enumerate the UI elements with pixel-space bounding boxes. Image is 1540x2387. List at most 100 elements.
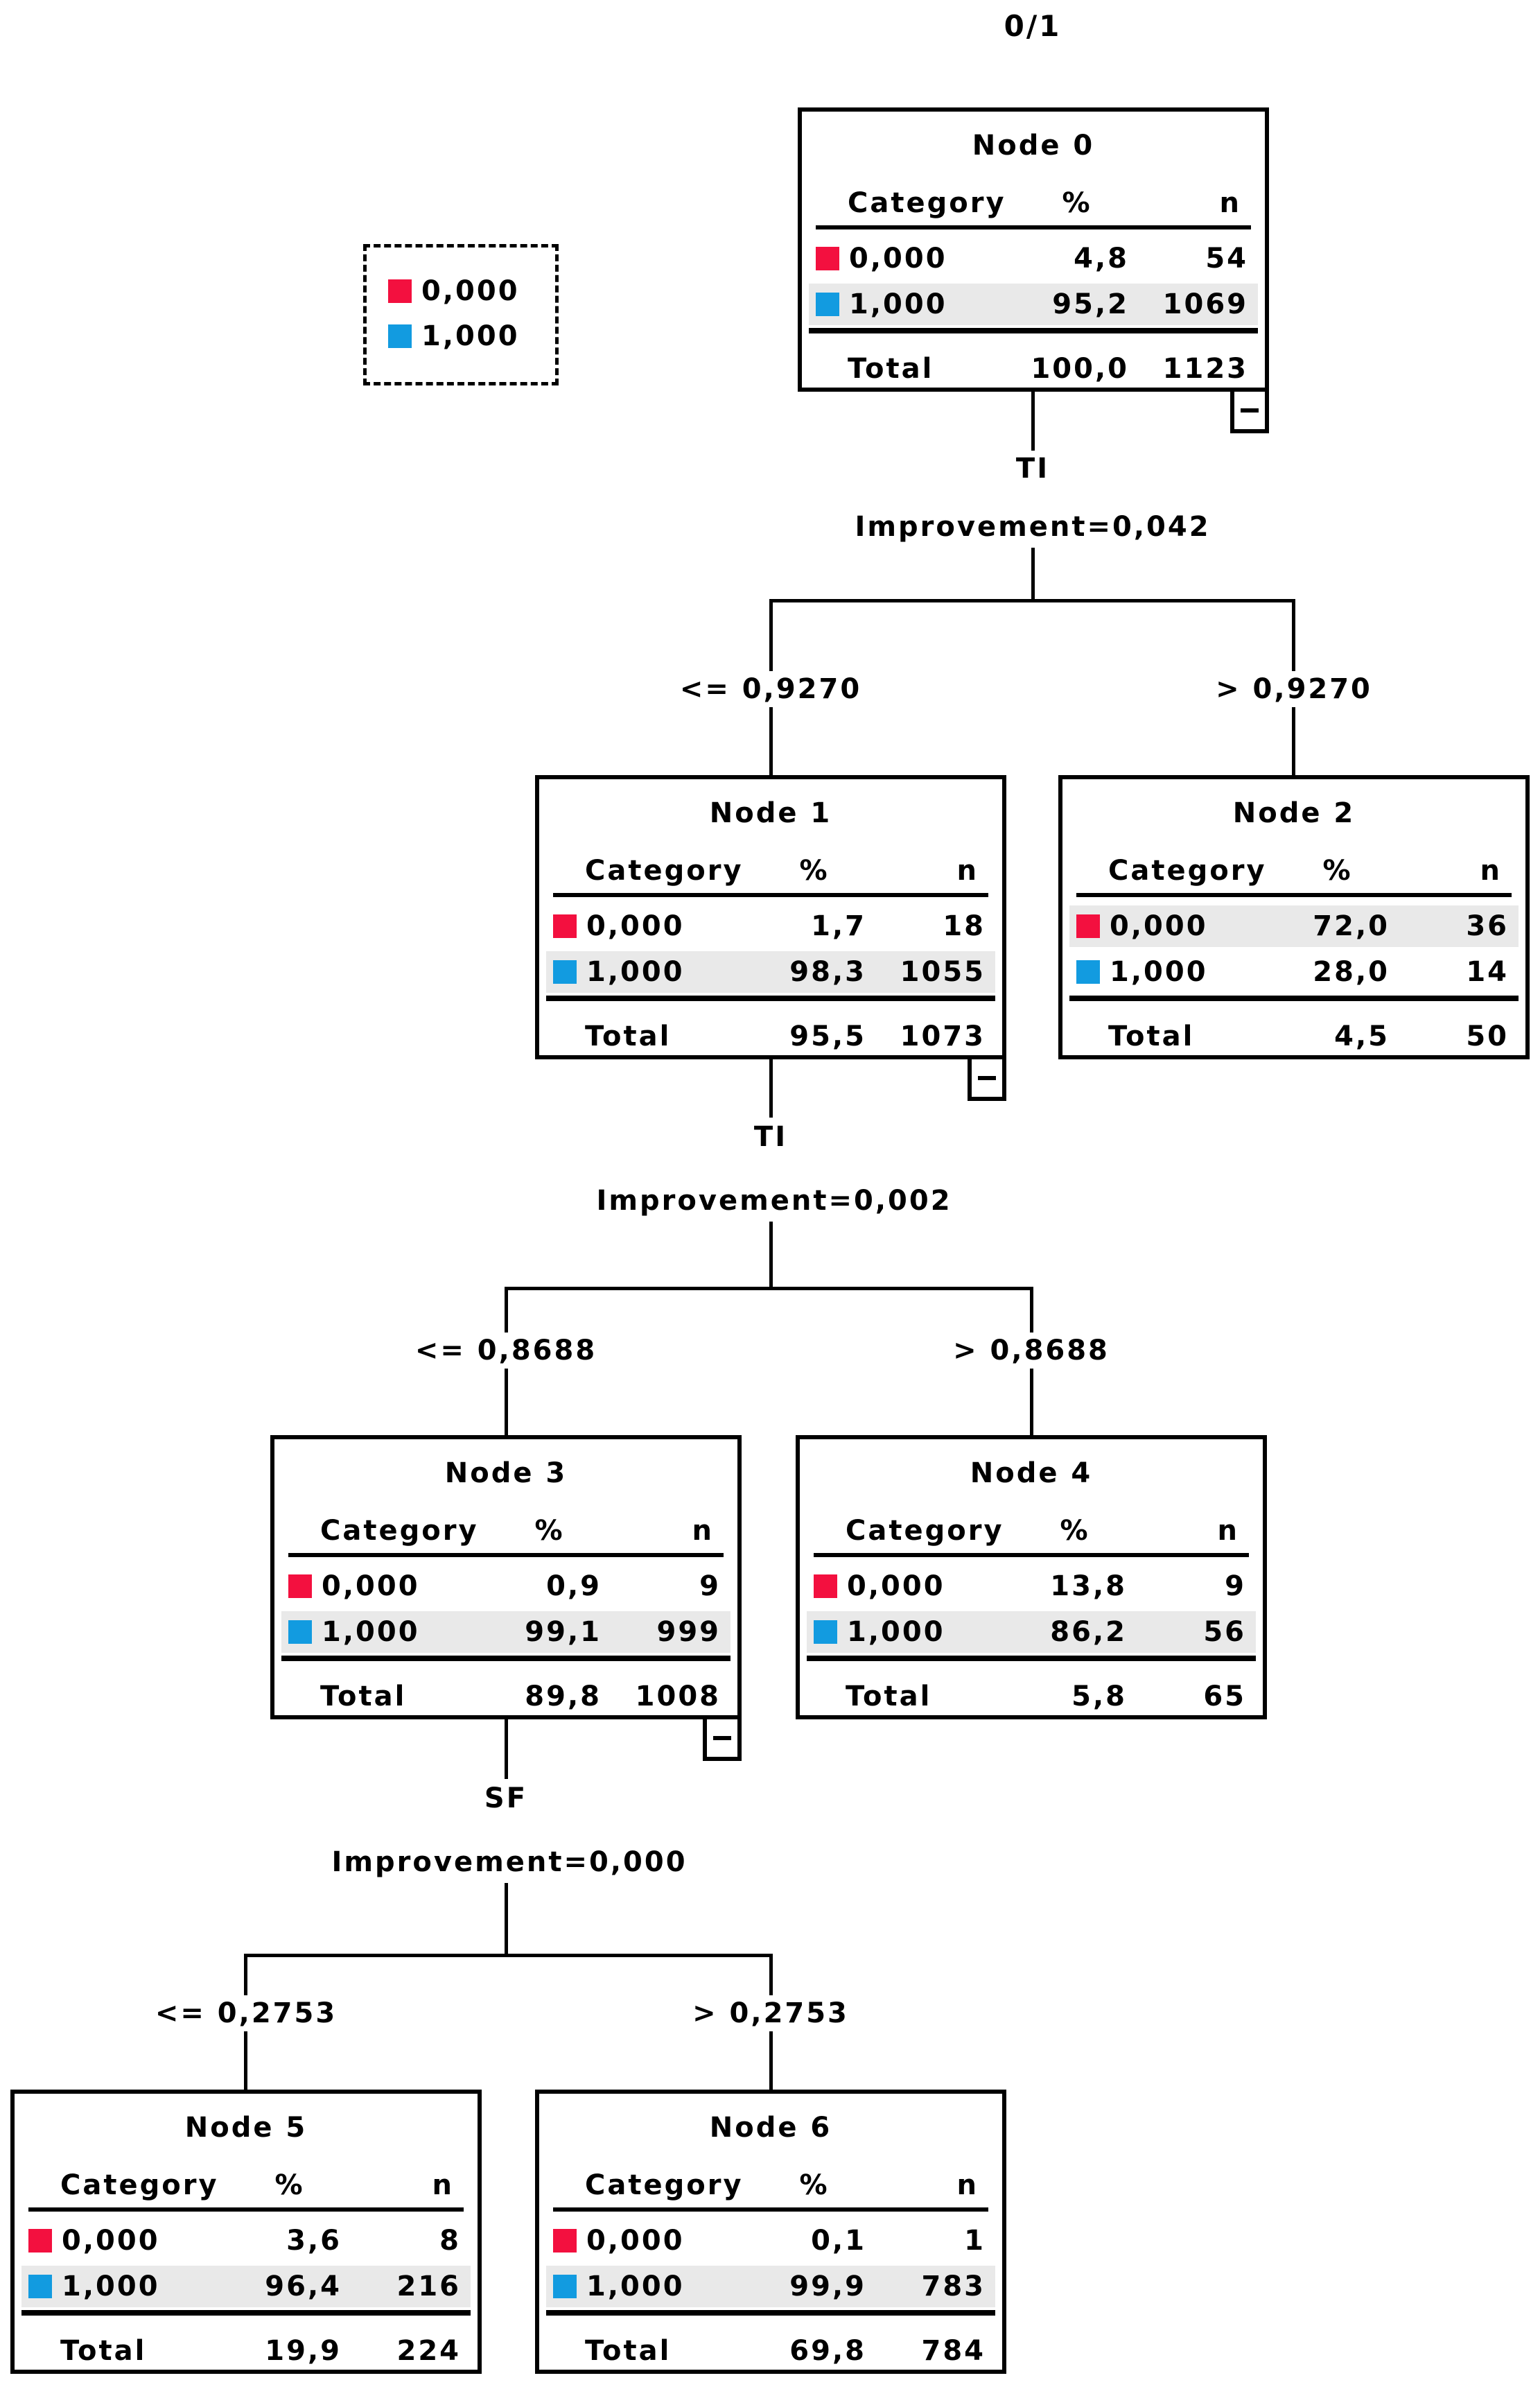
total-label: Total bbox=[848, 353, 934, 385]
column-header-percent: % bbox=[274, 2169, 305, 2201]
category-row: 1,000 95,2 1069 bbox=[809, 284, 1258, 325]
total-percent-value: 19,9 bbox=[265, 2335, 342, 2367]
category-row: 0,000 13,8 9 bbox=[807, 1565, 1256, 1607]
total-rule bbox=[21, 2310, 471, 2316]
header-rule bbox=[28, 2207, 464, 2212]
total-percent-value: 69,8 bbox=[789, 2335, 866, 2367]
total-percent-value: 89,8 bbox=[525, 1681, 602, 1712]
page-title: 0/1 bbox=[1004, 9, 1062, 43]
percent-value: 1,7 bbox=[811, 910, 866, 942]
percent-value: 0,1 bbox=[811, 2225, 866, 2257]
collapse-button-node-1[interactable] bbox=[968, 1055, 1006, 1101]
total-rule bbox=[546, 2310, 995, 2316]
category-label: 1,000 bbox=[322, 1616, 420, 1648]
node-1[interactable]: Node 1 Category % n 0,000 1,7 18 1,000 9… bbox=[535, 775, 1006, 1059]
category-row: 0,000 4,8 54 bbox=[809, 238, 1258, 279]
node-4[interactable]: Node 4 Category % n 0,000 13,8 9 1,000 8… bbox=[796, 1435, 1267, 1719]
percent-value: 3,6 bbox=[286, 2225, 342, 2257]
percent-value: 98,3 bbox=[789, 956, 866, 988]
node-5[interactable]: Node 5 Category % n 0,000 3,6 8 1,000 96… bbox=[10, 2090, 482, 2374]
category-red-swatch bbox=[1076, 914, 1100, 938]
node-2[interactable]: Node 2 Category % n 0,000 72,0 36 1,000 … bbox=[1058, 775, 1530, 1059]
column-header-n: n bbox=[692, 1515, 714, 1547]
category-red-swatch bbox=[553, 2229, 577, 2253]
category-blue-swatch bbox=[816, 293, 839, 316]
total-row: Total 69,8 784 bbox=[546, 2334, 995, 2368]
category-blue-swatch bbox=[288, 1620, 312, 1644]
category-label: 1,000 bbox=[847, 1616, 945, 1648]
category-label: 1,000 bbox=[586, 2271, 685, 2302]
legend-item-label: 1,000 bbox=[421, 320, 520, 352]
collapse-button-node-3[interactable] bbox=[703, 1715, 742, 1761]
node-title: Node 6 bbox=[709, 2112, 832, 2144]
column-header-percent: % bbox=[534, 1515, 565, 1547]
total-label: Total bbox=[320, 1681, 407, 1712]
total-rule bbox=[546, 996, 995, 1001]
legend-blue-swatch bbox=[388, 324, 412, 348]
percent-value: 4,8 bbox=[1074, 243, 1129, 275]
n-value: 9 bbox=[1225, 1570, 1246, 1602]
category-blue-swatch bbox=[553, 960, 577, 984]
improvement-label: Improvement=0,002 bbox=[532, 1183, 1017, 1219]
total-row: Total 100,0 1123 bbox=[809, 351, 1258, 386]
node-title: Node 0 bbox=[972, 130, 1095, 162]
category-blue-swatch bbox=[553, 2275, 577, 2298]
node-title: Node 5 bbox=[184, 2112, 308, 2144]
total-n-value: 224 bbox=[396, 2335, 461, 2367]
category-row: 0,000 3,6 8 bbox=[21, 2220, 471, 2262]
branch-line bbox=[244, 1954, 773, 1957]
total-label: Total bbox=[1108, 1021, 1195, 1052]
category-blue-swatch bbox=[1076, 960, 1100, 984]
category-label: 1,000 bbox=[62, 2271, 160, 2302]
category-row: 1,000 28,0 14 bbox=[1069, 951, 1519, 993]
column-header-category: Category bbox=[1108, 855, 1267, 887]
n-value: 999 bbox=[656, 1616, 721, 1648]
total-label: Total bbox=[60, 2335, 147, 2367]
total-n-value: 1008 bbox=[635, 1681, 721, 1712]
table-header-row: Category % n bbox=[21, 2169, 471, 2202]
branch-line bbox=[505, 1883, 508, 1955]
n-value: 8 bbox=[439, 2225, 461, 2257]
column-header-n: n bbox=[956, 2169, 979, 2201]
header-rule bbox=[288, 1553, 724, 1557]
percent-value: 13,8 bbox=[1050, 1570, 1127, 1602]
node-3[interactable]: Node 3 Category % n 0,000 0,9 9 1,000 99… bbox=[270, 1435, 742, 1719]
table-header-row: Category % n bbox=[546, 2169, 995, 2202]
column-header-category: Category bbox=[320, 1515, 479, 1547]
total-rule bbox=[809, 328, 1258, 333]
table-header-row: Category % n bbox=[546, 854, 995, 887]
total-row: Total 4,5 50 bbox=[1069, 1019, 1519, 1054]
improvement-label: Improvement=0,000 bbox=[267, 1844, 752, 1880]
total-rule bbox=[807, 1656, 1256, 1661]
column-header-category: Category bbox=[848, 187, 1006, 219]
node-title: Node 4 bbox=[970, 1457, 1093, 1489]
total-n-value: 1123 bbox=[1162, 353, 1248, 385]
branch-line bbox=[769, 1222, 773, 1288]
header-rule bbox=[553, 893, 988, 897]
column-header-category: Category bbox=[585, 2169, 744, 2201]
branch-line bbox=[1031, 548, 1035, 600]
total-percent-value: 100,0 bbox=[1031, 353, 1129, 385]
category-blue-swatch bbox=[28, 2275, 52, 2298]
column-header-n: n bbox=[1480, 855, 1502, 887]
category-row: 1,000 99,9 783 bbox=[546, 2266, 995, 2307]
category-label: 0,000 bbox=[1110, 910, 1208, 942]
n-value: 9 bbox=[699, 1570, 721, 1602]
total-label: Total bbox=[585, 1021, 672, 1052]
category-row: 0,000 0,1 1 bbox=[546, 2220, 995, 2262]
category-label: 1,000 bbox=[849, 288, 947, 320]
table-header-row: Category % n bbox=[1069, 854, 1519, 887]
total-row: Total 89,8 1008 bbox=[281, 1679, 730, 1714]
total-label: Total bbox=[585, 2335, 672, 2367]
category-label: 0,000 bbox=[586, 910, 685, 942]
category-blue-swatch bbox=[814, 1620, 837, 1644]
legend-item-label: 0,000 bbox=[421, 275, 520, 307]
split-variable-label: TI bbox=[963, 451, 1102, 487]
branch-line bbox=[1031, 392, 1035, 452]
category-label: 0,000 bbox=[322, 1570, 420, 1602]
column-header-percent: % bbox=[1322, 855, 1353, 887]
collapse-button-node-0[interactable] bbox=[1230, 388, 1269, 433]
node-6[interactable]: Node 6 Category % n 0,000 0,1 1 1,000 99… bbox=[535, 2090, 1006, 2374]
percent-value: 95,2 bbox=[1052, 288, 1129, 320]
node-0[interactable]: Node 0 Category % n 0,000 4,8 54 1,000 9… bbox=[798, 107, 1269, 392]
